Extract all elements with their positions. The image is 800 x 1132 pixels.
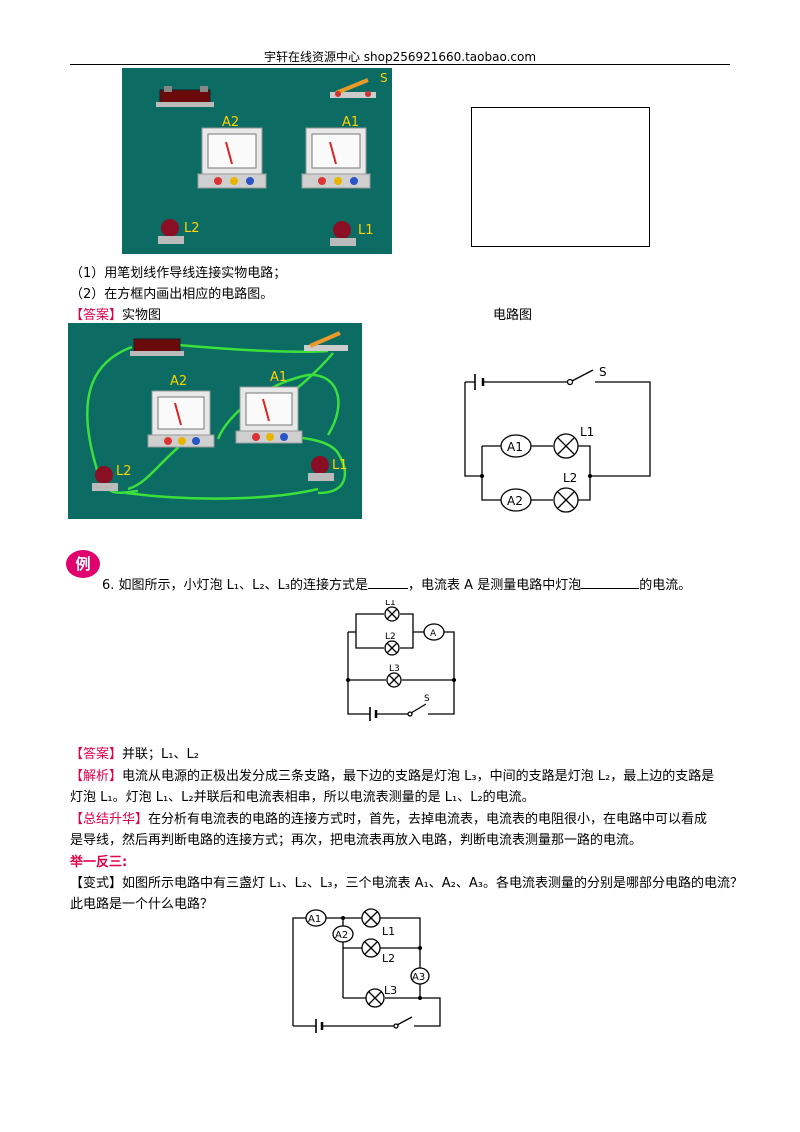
diagram-label-a1: A1 [507,440,523,454]
q5-instruction-2: （2）在方框内画出相应的电路图。 [70,287,274,302]
diagram-label-s: S [599,365,607,379]
variant-line-1: 如图所示电路中有三盏灯 L₁、L₂、L₃，三个电流表 A₁、A₂、A₃。各电流表… [122,876,743,891]
diagram-label-a: A [430,629,437,639]
answer-right-label: 电路图 [493,308,533,323]
answer-left-label: 实物图 [122,308,162,323]
diagram-label-l2: L2 [563,471,577,485]
apparatus-photo-wired: A2 A1 L2 L1 [68,323,362,519]
diagram-label-a2: A2 [507,494,523,508]
q6-answer-text: 并联；L₁、L₂ [122,747,199,762]
diagram-label-s: S [424,694,430,704]
q6-analysis-line-1: 电流从电源的正极出发分成三条支路，最下边的支路是灯泡 L₃，中间的支路是灯泡 L… [122,769,715,784]
q6-text-b: ，电流表 A 是测量电路中灯泡 [408,578,582,593]
diagram-label-l3: L3 [389,664,400,674]
diagram-label-a1: A1 [308,914,321,925]
photo-label-a1: A1 [270,370,287,385]
bulb-l1-icon [330,221,356,246]
bulb-l2-icon [92,466,118,491]
bulb-l2-icon [158,219,184,244]
q6-analysis-line-2: 灯泡 L₁。灯泡 L₁、L₂并联后和电流表相串，所以电流表测量的是 L₁、L₂的… [70,790,535,805]
diagram-label-l2: L2 [382,952,395,965]
ammeter-a2-icon [197,127,267,189]
photo-label-l2: L2 [184,221,200,236]
ammeter-a1-icon [235,386,303,444]
photo-label-l2: L2 [116,464,132,479]
answer-blank-1[interactable] [368,577,409,589]
q6-summary-line-1: 在分析有电流表的电路的连接方式时，首先，去掉电流表，电流表的电阻很小，在电路中可… [148,812,708,827]
bulb-l1-icon [308,456,334,481]
q6-text-c: 的电流。 [639,578,692,593]
ammeter-a1-icon [301,127,371,189]
q5-circuit-diagram: S A1 A2 L1 L2 [464,365,651,513]
diagram-label-l1: L1 [580,425,594,439]
page-header: 宇轩在线资源中心 shop256921660.taobao.com [263,50,537,64]
switch-icon [330,78,376,98]
diagram-label-a2: A2 [335,930,348,941]
header-rule [70,64,730,65]
q6-circuit-diagram: L1 L2 L3 A S [346,600,456,721]
photo-label-l1: L1 [332,458,348,473]
photo-label-a1: A1 [342,115,359,130]
variant-circuit-diagram: A1 A2 A3 L1 L2 L3 [292,908,441,1033]
photo-label-s: S [380,71,388,85]
q6-analysis-tag: 【解析】 [70,769,123,784]
diagram-label-l3: L3 [384,984,397,997]
photo-label-l1: L1 [358,223,374,238]
q6-answer-tag: 【答案】 [70,747,123,762]
diagram-label-a3: A3 [412,972,425,983]
variant-tag: 【变式】 [70,876,123,891]
battery-icon [156,86,214,107]
q6-question: 6. 如图所示，小灯泡 L₁、L₂、L₃的连接方式是 ，电流表 A 是测量电路中灯… [102,574,691,593]
ammeter-a2-icon [147,390,215,448]
diagram-label-l1: L1 [382,925,395,938]
q6-text-a: 如图所示，小灯泡 L₁、L₂、L₃的连接方式是 [118,578,369,593]
q5-instruction-1: （1）用笔划线作导线连接实物电路； [70,266,287,281]
variant-line-2: 此电路是一个什么电路？ [70,897,214,912]
q6-summary-line-2: 是导线，然后再判断电路的连接方式；再次，把电流表再放入电路，判断电流表测量那一路… [70,833,643,848]
diagram-label-l2: L2 [385,632,396,642]
battery-icon [130,338,184,356]
switch-icon [304,331,348,351]
variant-heading: 举一反三: [70,855,128,870]
photo-label-a2: A2 [222,115,239,130]
diagram-label-l1: L1 [385,600,396,608]
answer-blank-2[interactable] [581,577,640,589]
q6-number: 6. [102,578,115,593]
apparatus-photo-unwired: S A2 A1 L2 L1 [122,68,392,254]
photo-label-a2: A2 [170,374,187,389]
blank-diagram-box [471,107,650,247]
answer-tag: 【答案】 [70,308,123,323]
example-badge: 例 [66,550,100,578]
q6-summary-tag: 【总结升华】 [70,812,149,827]
